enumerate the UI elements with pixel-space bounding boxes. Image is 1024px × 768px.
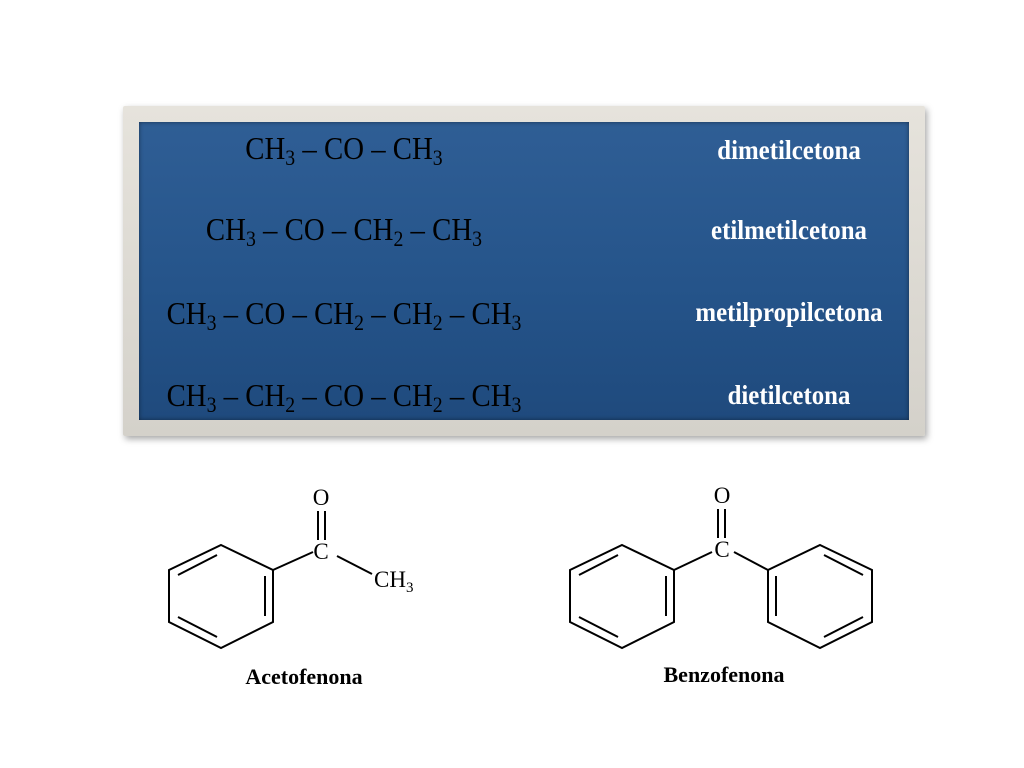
acetofenona-structure	[168, 511, 373, 650]
ring-carbonyl-bond	[673, 551, 713, 571]
name-metilpropilcetona: metilpropilcetona	[695, 297, 883, 327]
formula-dietilcetona: CH3 – CH2 – CO – CH2 – CH3	[166, 377, 522, 417]
benzofenona-carbon: C	[714, 537, 729, 562]
ketone-table-frame: CH3 – CO – CH3 dimetilcetona CH3 – CO – …	[123, 106, 925, 436]
acetofenona-methyl: CH3	[374, 567, 413, 596]
ring-double-bond	[578, 616, 619, 638]
ring-double-bond	[823, 616, 864, 638]
benzofenona-structure	[569, 509, 873, 650]
acetofenona-label: Acetofenona	[245, 664, 362, 689]
ring-double-bond	[177, 616, 218, 638]
benzofenona-right-ring	[767, 543, 873, 650]
acetofenona-oxygen: O	[313, 485, 330, 510]
formula-etilmetilcetona: CH3 – CO – CH2 – CH3	[205, 211, 483, 251]
acetofenona-carbon: C	[313, 539, 328, 564]
methyl-bond	[336, 555, 373, 575]
name-etilmetilcetona: etilmetilcetona	[711, 215, 867, 245]
ring-double-bond	[823, 554, 864, 576]
ring-double-bond	[578, 554, 619, 576]
ring-double-bond	[177, 554, 218, 576]
name-dimetilcetona: dimetilcetona	[717, 135, 861, 165]
ring-carbonyl-bond	[272, 551, 314, 571]
formula-dimetilcetona: CH3 – CO – CH3	[245, 130, 443, 170]
name-dietilcetona: dietilcetona	[727, 380, 851, 410]
formula-metilpropilcetona: CH3 – CO – CH2 – CH2 – CH3	[166, 295, 522, 335]
acetofenona-benzene-ring	[168, 543, 274, 650]
ketone-table-panel: CH3 – CO – CH3 dimetilcetona CH3 – CO – …	[139, 122, 909, 420]
benzofenona-label: Benzofenona	[664, 662, 785, 687]
benzofenona-oxygen: O	[714, 483, 731, 508]
benzofenona-left-ring	[569, 543, 675, 650]
ring-carbonyl-bond	[733, 551, 769, 571]
